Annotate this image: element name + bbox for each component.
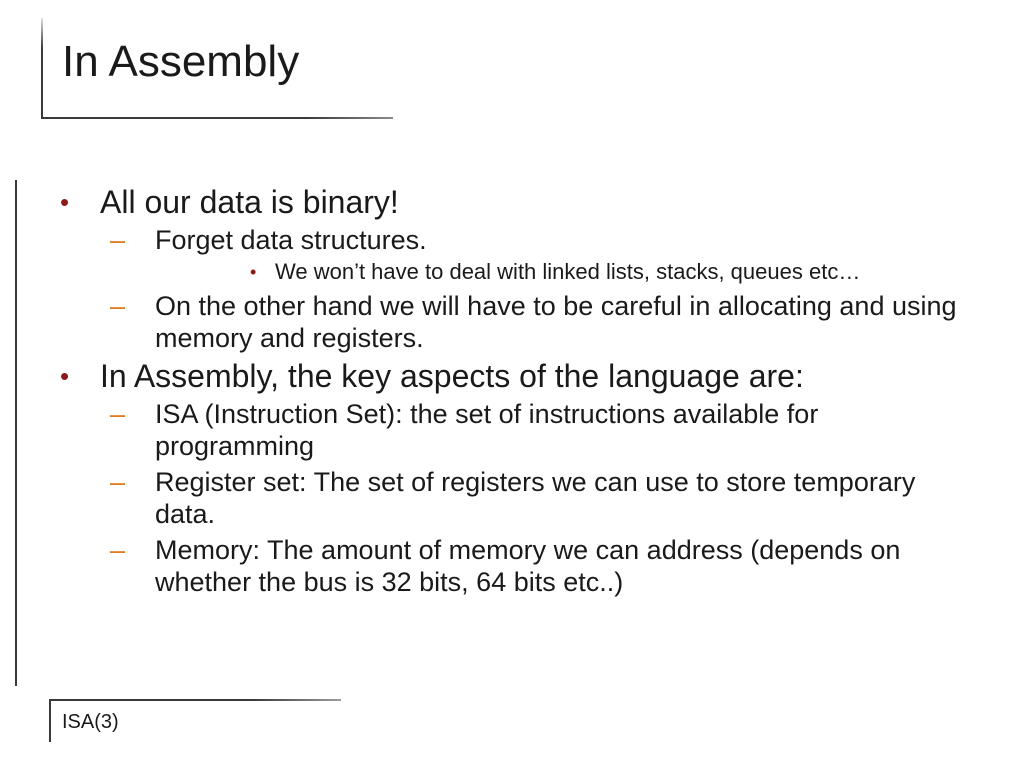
slide-footer: ISA(3) [62,711,119,733]
bullet-text: All our data is binary! [100,184,399,220]
sub-item-text: Memory: The amount of memory we can addr… [155,535,901,597]
footer-vertical-rule [49,700,51,742]
page-title: In Assembly [62,37,300,86]
title-frame-horizontal-rule [41,117,393,119]
dash-icon: – [110,399,126,429]
bullet-icon: • [60,187,70,217]
body-vertical-rule [15,180,17,686]
sub-sub-item-linked-lists: • We won’t have to deal with linked list… [250,258,960,286]
sub-list: – ISA (Instruction Set): the set of inst… [100,398,960,598]
dash-icon: – [110,535,126,565]
bullet-item-key-aspects: • In Assembly, the key aspects of the la… [60,358,960,598]
dash-icon: – [110,291,126,321]
sub-sub-list: • We won’t have to deal with linked list… [155,258,960,286]
footer-horizontal-rule [49,699,341,701]
sub-item-memory: – Memory: The amount of memory we can ad… [110,534,960,598]
sub-item-text: Forget data structures. [155,225,427,255]
bullet-icon: • [60,361,70,391]
sub-item-memory-registers: – On the other hand we will have to be c… [110,290,960,354]
bullet-item-binary: • All our data is binary! – Forget data … [60,184,960,354]
sub-item-text: On the other hand we will have to be car… [155,291,957,353]
sub-item-isa: – ISA (Instruction Set): the set of inst… [110,398,960,462]
bullet-text: In Assembly, the key aspects of the lang… [100,358,804,394]
sub-item-text: ISA (Instruction Set): the set of instru… [155,399,819,461]
sub-sub-item-text: We won’t have to deal with linked lists,… [275,259,861,284]
dash-icon: – [110,225,126,255]
bullet-list: • All our data is binary! – Forget data … [60,184,960,598]
dash-icon: – [110,467,126,497]
sub-item-text: Register set: The set of registers we ca… [155,467,916,529]
bullet-icon: • [250,262,257,282]
slide-body: • All our data is binary! – Forget data … [60,180,960,598]
sub-item-data-structures: – Forget data structures. • We won’t hav… [110,224,960,286]
title-frame-vertical-rule [41,18,43,118]
sub-item-register-set: – Register set: The set of registers we … [110,466,960,530]
sub-list: – Forget data structures. • We won’t hav… [100,224,960,354]
